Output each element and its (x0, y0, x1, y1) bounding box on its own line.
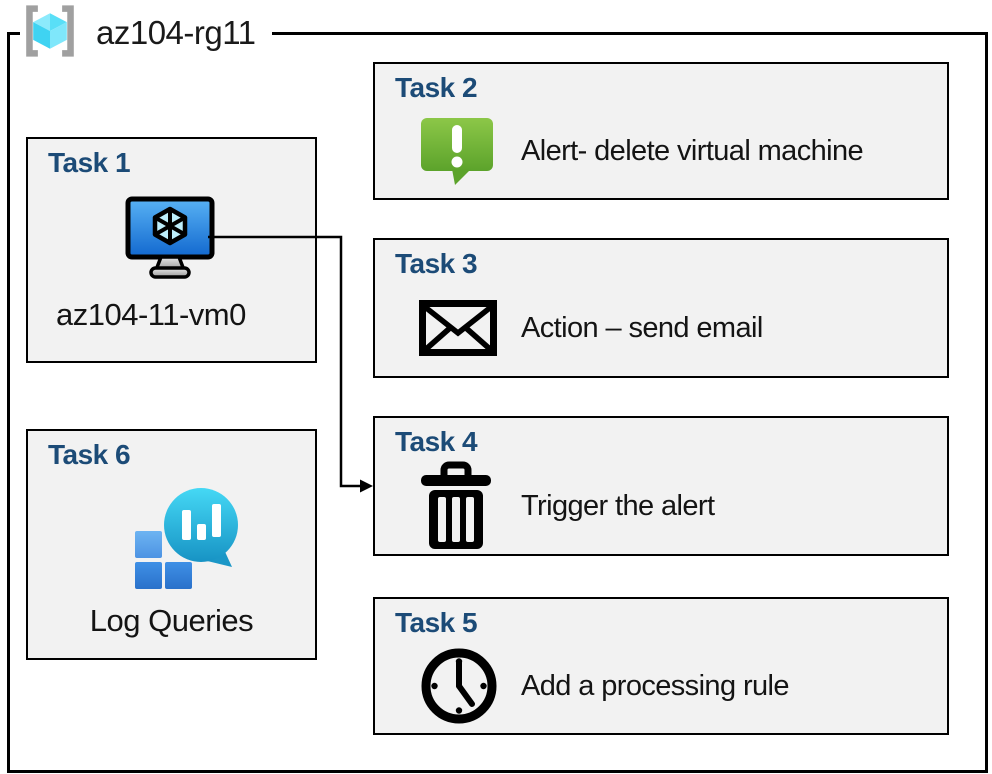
task-box-4: Task 4 Trigger the alert (373, 416, 949, 556)
task-3-label: Action – send email (521, 311, 763, 344)
task-5-label: Add a processing rule (521, 669, 790, 702)
email-envelope-icon (419, 300, 521, 356)
trash-delete-icon (419, 461, 521, 551)
task-box-2: Task 2 Alert- delete virtual machine (373, 62, 949, 200)
task-box-5: Task 5 Add a processing rule (373, 597, 949, 735)
task-box-3: Task 3 Action – send email (373, 238, 949, 378)
task-box-6: Task 6 (26, 429, 317, 660)
task-1-label: az104-11-vm0 (56, 297, 246, 332)
alert-message-icon (419, 116, 521, 186)
task-5-heading: Task 5 (395, 607, 478, 638)
task-4-heading: Task 4 (395, 426, 478, 457)
virtual-machine-icon (125, 196, 215, 285)
task-1-heading: Task 1 (48, 147, 131, 178)
clock-icon (419, 646, 521, 726)
resource-group-icon (22, 4, 78, 63)
resource-group-frame (7, 32, 988, 773)
resource-group-header: az104-rg11 (20, 4, 272, 62)
task-6-label: Log Queries (89, 603, 254, 638)
task-2-label: Alert- delete virtual machine (521, 134, 864, 167)
task-2-heading: Task 2 (395, 72, 478, 103)
log-analytics-icon (133, 483, 247, 606)
task-6-heading: Task 6 (48, 439, 131, 470)
task-4-label: Trigger the alert (521, 489, 715, 522)
resource-group-title: az104-rg11 (96, 14, 256, 51)
task-box-1: Task 1 (26, 137, 317, 363)
task-3-heading: Task 3 (395, 248, 478, 279)
